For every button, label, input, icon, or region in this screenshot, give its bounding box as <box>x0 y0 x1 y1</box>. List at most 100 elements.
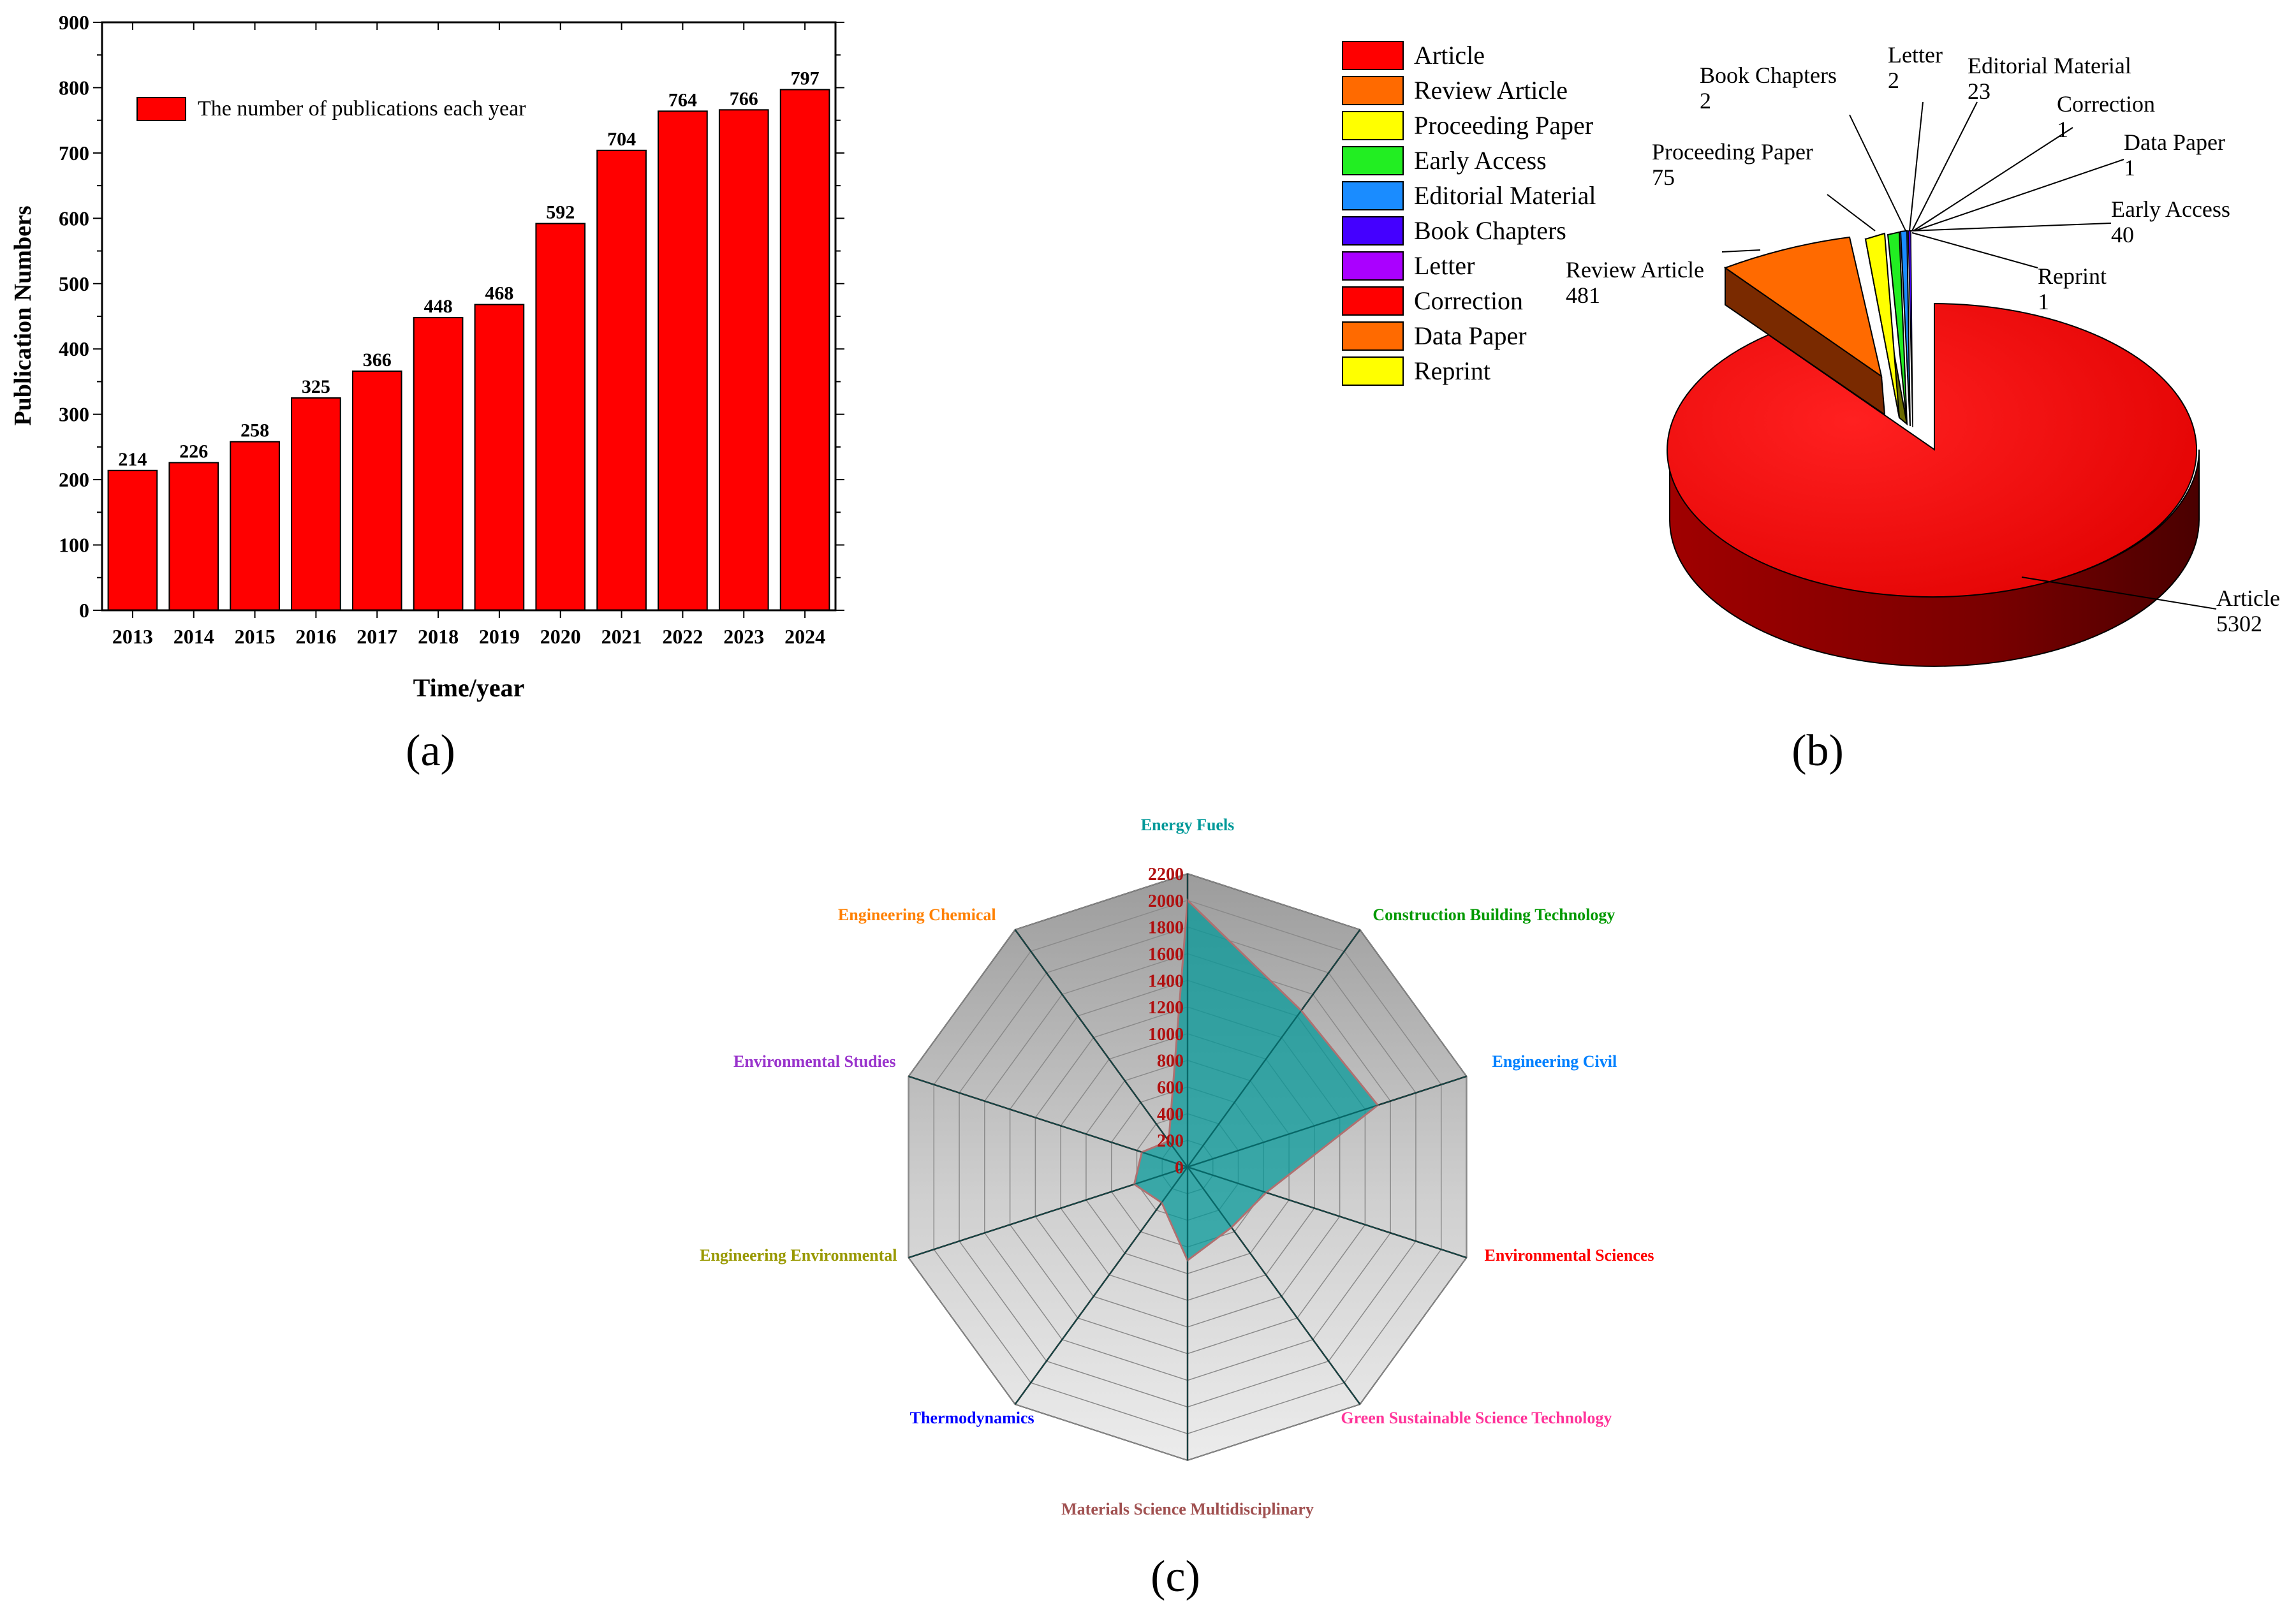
y-tick-label: 700 <box>59 142 89 165</box>
x-tick-label: 2013 <box>112 625 153 648</box>
b-legend-swatch <box>1342 111 1404 140</box>
c-radial-tick-label: 600 <box>1157 1078 1184 1098</box>
x-tick-label: 2017 <box>357 625 397 648</box>
b-leader-line <box>1827 194 1876 231</box>
y-tick-label: 500 <box>59 272 89 295</box>
c-axis-label: Thermodynamics <box>910 1409 1034 1427</box>
c-radial-tick-label: 1600 <box>1148 944 1184 964</box>
y-tick-label: 300 <box>59 403 89 426</box>
b-callout-value: 5302 <box>2216 611 2262 636</box>
bar-value-label: 468 <box>485 283 513 304</box>
bar-value-label: 704 <box>607 129 636 150</box>
b-callout-value: 23 <box>1968 78 1991 104</box>
b-legend-swatch <box>1342 286 1404 316</box>
pie-slice-review-article-top <box>1723 236 1883 378</box>
y-tick-label: 800 <box>59 76 89 99</box>
b-legend-label: Book Chapters <box>1414 216 1566 245</box>
b-legend-swatch <box>1342 321 1404 351</box>
b-panel-label: (b) <box>1792 726 1844 775</box>
b-callout-name: Correction <box>2057 91 2155 117</box>
b-leader-line <box>1721 249 1761 253</box>
bar-value-label: 258 <box>240 420 269 441</box>
x-tick-label: 2022 <box>662 625 703 648</box>
c-radial-tick-label: 800 <box>1157 1052 1184 1071</box>
b-leader-line <box>1910 223 2112 231</box>
b-legend-label: Proceeding Paper <box>1414 111 1593 140</box>
c-axis-label: Materials Science Multidisciplinary <box>1061 1500 1314 1518</box>
bar-2024 <box>779 89 830 612</box>
b-callout-name: Editorial Material <box>1968 53 2131 78</box>
y-tick-label: 200 <box>59 468 89 491</box>
c-radial-tick-label: 0 <box>1175 1158 1184 1178</box>
b-legend-label: Letter <box>1414 251 1475 280</box>
c-data <box>908 874 1467 1460</box>
x-tick-label: 2019 <box>479 625 520 648</box>
b-callout-value: 1 <box>2057 117 2068 142</box>
bar-value-label: 214 <box>118 449 147 470</box>
bar-2013 <box>107 469 158 611</box>
b-legend-swatch <box>1342 356 1404 386</box>
x-tick-label: 2016 <box>295 625 336 648</box>
b-legend-swatch <box>1342 251 1404 281</box>
bar-2023 <box>718 109 769 611</box>
b-callout-name: Letter <box>1888 42 1943 68</box>
c-axis-label: Construction Building Technology <box>1372 906 1615 924</box>
c-spoke-overlay <box>1187 1166 1360 1405</box>
b-legend-swatch <box>1342 41 1404 70</box>
b-callout-name: Proceeding Paper <box>1652 139 1813 165</box>
c-radial-tick-label: 1400 <box>1148 971 1184 991</box>
bar-2014 <box>168 462 219 612</box>
b-legend-label: Early Access <box>1414 146 1547 175</box>
b-callout-name: Review Article <box>1566 257 1704 283</box>
panel-c-radar-chart: 0200400600800100012001400160018002000220… <box>700 816 1654 1601</box>
b-legend-swatch <box>1342 181 1404 210</box>
bar-2017 <box>351 371 402 611</box>
b-leader-line <box>2021 576 2217 610</box>
b-callout-value: 1 <box>2124 155 2135 180</box>
a-panel-label: (a) <box>406 726 455 775</box>
b-callout-value: 2 <box>1888 68 1899 93</box>
b-callout-value: 40 <box>2111 222 2134 247</box>
b-callout-value: 481 <box>1566 283 1600 308</box>
b-callout-value: 75 <box>1652 165 1675 190</box>
c-axis-label: Green Sustainable Science Technology <box>1341 1409 1612 1427</box>
bar-2020 <box>535 223 586 612</box>
b-callout-name: Early Access <box>2111 196 2230 222</box>
c-spoke-overlay <box>908 1166 1188 1258</box>
bar-value-label: 325 <box>302 376 330 397</box>
y-tick-label: 600 <box>59 207 89 230</box>
b-callout-value: 1 <box>2038 289 2049 314</box>
c-radial-tick-label: 400 <box>1157 1104 1184 1124</box>
bar-value-label: 592 <box>546 202 575 223</box>
b-callout-name: Article <box>2216 585 2280 611</box>
b-callout-name: Book Chapters <box>1700 62 1837 88</box>
b-legend-swatch <box>1342 76 1404 105</box>
y-tick-label: 0 <box>79 599 89 622</box>
c-spoke-overlay <box>1187 1076 1467 1168</box>
b-legend-label: Reprint <box>1414 356 1490 385</box>
bar-2015 <box>230 441 280 612</box>
pie-slice-editorial-material-top <box>1899 230 1911 427</box>
y-tick-label: 900 <box>59 11 89 34</box>
bar-value-label: 366 <box>363 349 392 371</box>
c-radial-ticks: 0200400600800100012001400160018002000220… <box>1148 865 1184 1178</box>
b-leader-line <box>1913 127 2073 231</box>
b-legend-label: Review Article <box>1414 76 1568 105</box>
pie-slice-proceeding-paper-top <box>1864 232 1900 418</box>
a-legend-label: The number of publications each year <box>198 97 526 121</box>
x-tick-label: 2015 <box>235 625 276 648</box>
bar-2022 <box>658 110 708 611</box>
c-spoke-overlay <box>1187 929 1360 1168</box>
c-radial-tick-label: 1000 <box>1148 1025 1184 1045</box>
c-axis-label: Engineering Civil <box>1492 1052 1617 1071</box>
y-tick-label: 100 <box>59 534 89 557</box>
x-tick-label: 2023 <box>723 625 764 648</box>
bar-value-label: 226 <box>179 441 208 462</box>
